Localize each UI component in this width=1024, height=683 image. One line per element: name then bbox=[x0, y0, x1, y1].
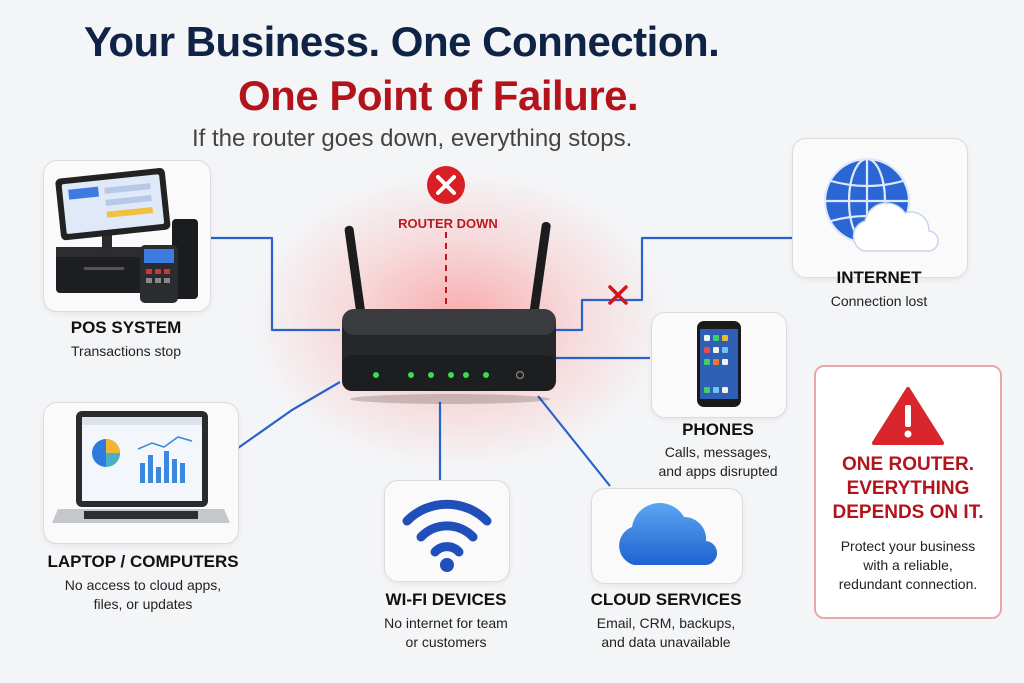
internet-label: INTERNET bbox=[836, 268, 922, 287]
router-icon bbox=[342, 221, 556, 404]
laptop-label: LAPTOP / COMPUTERS bbox=[47, 552, 239, 571]
warning-heading-1: ONE ROUTER. bbox=[842, 454, 974, 475]
internet-desc: Connection lost bbox=[830, 293, 928, 309]
pos-label: POS SYSTEM bbox=[70, 318, 182, 337]
cloud-label: CLOUD SERVICES bbox=[590, 590, 742, 609]
link-laptop bbox=[237, 381, 341, 449]
router-status: ROUTER DOWN bbox=[398, 216, 498, 231]
phones-desc-1: Calls, messages, bbox=[664, 444, 772, 460]
smartphone-icon bbox=[697, 321, 741, 407]
laptop-desc-2: files, or updates bbox=[93, 596, 193, 612]
subtitle: If the router goes down, everything stop… bbox=[192, 125, 633, 152]
router-down-icon bbox=[427, 166, 465, 204]
warning-heading-3: DEPENDS ON IT. bbox=[832, 502, 984, 523]
phones-card bbox=[651, 312, 787, 418]
internet-card bbox=[792, 138, 968, 278]
phones-label: PHONES bbox=[682, 420, 754, 439]
pos-desc: Transactions stop bbox=[71, 343, 181, 359]
warning-heading: ONE ROUTER. EVERYTHING DEPENDS ON IT. bbox=[816, 453, 1000, 525]
link-cloud bbox=[537, 395, 611, 487]
cloud-desc-2: and data unavailable bbox=[601, 634, 731, 650]
warning-body-2: with a reliable, bbox=[863, 557, 953, 573]
laptop-card bbox=[43, 402, 239, 544]
title-line-1: Your Business. One Connection. bbox=[84, 18, 720, 65]
globe-cloud-icon bbox=[823, 157, 939, 252]
cloud-card bbox=[591, 488, 743, 584]
warning-body-3: redundant connection. bbox=[838, 576, 978, 592]
cloud-icon bbox=[619, 502, 718, 566]
warning-heading-2: EVERYTHING bbox=[846, 478, 970, 499]
wifi-desc-1: No internet for team bbox=[384, 615, 508, 631]
wifi-card bbox=[384, 480, 510, 582]
link-pos bbox=[208, 236, 340, 332]
wifi-desc-2: or customers bbox=[405, 634, 487, 650]
phones-desc-2: and apps disrupted bbox=[658, 463, 778, 479]
broken-link-x-icon bbox=[608, 285, 628, 305]
warning-body: Protect your business with a reliable, r… bbox=[816, 537, 1000, 594]
pos-card bbox=[43, 160, 211, 312]
wifi-icon bbox=[402, 499, 492, 572]
warning-box: ONE ROUTER. EVERYTHING DEPENDS ON IT. Pr… bbox=[814, 365, 1002, 619]
laptop-desc-1: No access to cloud apps, bbox=[64, 577, 222, 593]
pos-terminal-icon bbox=[55, 168, 198, 303]
cloud-desc-1: Email, CRM, backups, bbox=[596, 615, 736, 631]
warning-body-1: Protect your business bbox=[840, 538, 976, 554]
title-line-2: One Point of Failure. bbox=[238, 72, 639, 119]
warning-triangle-icon bbox=[872, 387, 944, 445]
laptop-icon bbox=[52, 411, 230, 523]
wifi-label: WI-FI DEVICES bbox=[385, 590, 507, 609]
